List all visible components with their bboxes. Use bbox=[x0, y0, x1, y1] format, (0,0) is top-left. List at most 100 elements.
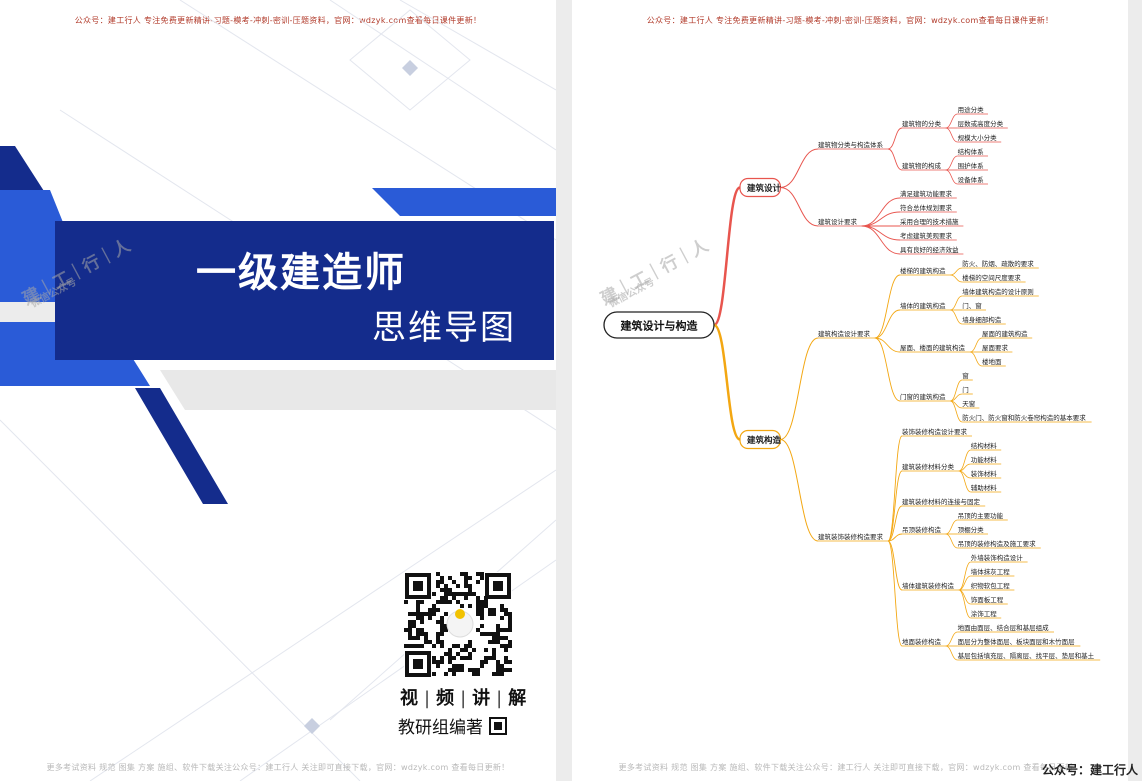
level4-node: 面层分为整体面层、板块面层和木竹面层 bbox=[958, 637, 1076, 646]
cover-page: 公众号：建工行人 专注免费更新精讲-习题-模考-冲刺-密训-压题资料，官网：wd… bbox=[0, 0, 556, 781]
level3-node: 吊顶装修构造 bbox=[902, 525, 942, 534]
level4-node: 层数或高度分类 bbox=[958, 119, 1004, 128]
level1-node-label: 建筑构造 bbox=[746, 435, 782, 446]
branch-connector bbox=[958, 589, 971, 605]
level3-node: 屋面、楼面的建筑构造 bbox=[900, 343, 966, 352]
level1-node-label: 建筑设计 bbox=[746, 183, 782, 194]
level4-node: 屋面要求 bbox=[982, 343, 1009, 352]
level4-node: 窗 bbox=[962, 371, 969, 380]
branch-connector bbox=[958, 561, 971, 591]
branch-connector bbox=[945, 155, 958, 171]
level4-node: 门 bbox=[962, 385, 969, 394]
branch-connector bbox=[713, 323, 741, 441]
branch-connector bbox=[945, 519, 958, 535]
level4-node: 天窗 bbox=[962, 399, 975, 408]
root-node bbox=[603, 311, 715, 339]
page-header: 公众号：建工行人 专注免费更新精讲-习题-模考-冲刺-密训-压题资料，官网：wd… bbox=[74, 16, 482, 25]
level4-node: 装饰材料 bbox=[971, 469, 998, 478]
level3-node: 满足建筑功能要求 bbox=[900, 189, 953, 198]
level4-node: 顶棚分类 bbox=[958, 525, 985, 534]
branch-connector bbox=[945, 631, 958, 647]
level4-node: 结构体系 bbox=[958, 147, 985, 156]
level3-node: 建筑物的构成 bbox=[902, 161, 942, 170]
level4-node: 辅助材料 bbox=[971, 483, 998, 492]
branch-connector bbox=[950, 379, 963, 402]
level4-node: 设备体系 bbox=[958, 175, 985, 184]
level3-node: 建筑物的分类 bbox=[902, 119, 942, 128]
branch-connector bbox=[887, 505, 903, 542]
level4-node: 结构材料 bbox=[971, 441, 998, 450]
branch-connector bbox=[945, 533, 958, 549]
level3-node: 建筑装修材料的连接与固定 bbox=[902, 497, 981, 506]
level4-node: 楼梯的空间尺度要求 bbox=[962, 273, 1021, 282]
video-lecture-label: 视|频|讲|解 bbox=[400, 688, 529, 709]
page-header: 公众号：建工行人 专注免费更新精讲-习题-模考-冲刺-密训-压题资料，官网：wd… bbox=[646, 16, 1054, 25]
branch-connector bbox=[874, 337, 901, 402]
level4-node: 饰面板工程 bbox=[971, 595, 1004, 604]
level4-node: 基层包括填充层、隔离层、找平层、垫层和基土 bbox=[958, 651, 1095, 660]
level3-node: 考虑建筑美观要求 bbox=[900, 231, 953, 240]
branch-connector bbox=[887, 470, 903, 542]
level3-node: 装饰装修构造设计要求 bbox=[902, 427, 968, 436]
branch-connector bbox=[950, 400, 963, 423]
level4-node: 门、窗 bbox=[962, 301, 982, 310]
cover-subtitle: 思维导图 bbox=[372, 308, 516, 348]
level4-node: 规模大小分类 bbox=[958, 133, 998, 142]
qr-code-image bbox=[404, 572, 512, 678]
editor-label: 教研组编著 bbox=[398, 713, 507, 738]
branch-connector bbox=[874, 274, 901, 339]
branch-connector bbox=[712, 186, 742, 327]
branch-connector bbox=[958, 470, 971, 493]
branch-connector bbox=[950, 274, 963, 283]
level4-node: 吊顶的主要功能 bbox=[958, 511, 1004, 520]
cover-title: 一级建造师 bbox=[196, 250, 406, 296]
level4-node: 用途分类 bbox=[958, 105, 985, 114]
level2-node: 建筑装饰装修构造要求 bbox=[818, 532, 884, 541]
level2-node: 建筑设计要求 bbox=[818, 217, 858, 226]
level4-node: 墙身细部构造 bbox=[962, 315, 1002, 324]
level3-node: 采用合理的技术措施 bbox=[900, 217, 959, 226]
page-footer: 更多考试资料 规范 图集 方案 施组、软件下载关注公众号：建工行人 关注即可直接… bbox=[46, 763, 510, 772]
branch-connector bbox=[887, 127, 903, 150]
level3-node: 楼梯的建筑构造 bbox=[900, 266, 946, 275]
level4-node: 墙体建筑构造的设计原则 bbox=[962, 287, 1033, 296]
branch-connector bbox=[950, 295, 963, 311]
branch-connector bbox=[780, 187, 819, 227]
branch-connector bbox=[861, 197, 901, 227]
branch-connector bbox=[861, 211, 901, 227]
mindmap-page: 公众号：建工行人 专注免费更新精讲-习题-模考-冲刺-密训-压题资料，官网：wd… bbox=[572, 0, 1128, 781]
level3-node: 具有良好的经济效益 bbox=[900, 245, 959, 254]
branch-connector bbox=[945, 127, 958, 143]
root-node-label: 建筑设计与构造 bbox=[621, 319, 699, 333]
level4-node: 屋面的建筑构造 bbox=[982, 329, 1028, 338]
branch-connector bbox=[950, 267, 963, 276]
branch-connector bbox=[950, 309, 963, 325]
branch-connector bbox=[958, 449, 971, 472]
branch-connector bbox=[780, 439, 819, 542]
mind-map: 建筑设计 建筑物分类与构造体系 建筑物的分类 用途分类层数或高度分类规模大小分类建筑物… bbox=[603, 105, 1101, 661]
level3-node: 符合总体规划要求 bbox=[900, 203, 953, 212]
level4-node: 涂饰工程 bbox=[971, 609, 998, 618]
level4-node: 楼地面 bbox=[982, 357, 1002, 366]
branch-connector bbox=[969, 351, 983, 367]
branch-connector bbox=[958, 575, 971, 591]
level4-node: 防火、防烟、疏散的要求 bbox=[962, 259, 1034, 268]
level4-node: 功能材料 bbox=[971, 455, 998, 464]
branch-connector bbox=[887, 533, 903, 542]
level4-node: 墙体抹灰工程 bbox=[971, 567, 1011, 576]
level3-node: 门窗的建筑构造 bbox=[900, 392, 946, 401]
level2-node: 建筑物分类与构造体系 bbox=[818, 140, 884, 149]
branch-connector bbox=[874, 337, 901, 353]
level4-node: 织物软包工程 bbox=[971, 581, 1011, 590]
level4-node: 防火门、防火窗和防火卷帘构造的基本要求 bbox=[962, 413, 1086, 422]
corner-label: 公众号：建工行人 bbox=[1041, 763, 1138, 777]
level3-node: 墙体建筑装修构造 bbox=[902, 581, 955, 590]
branch-connector bbox=[945, 645, 958, 661]
square-icon bbox=[489, 717, 507, 735]
level4-node: 外墙装饰构造设计 bbox=[971, 553, 1024, 562]
branch-connector bbox=[874, 309, 901, 339]
level3-node: 地面装修构造 bbox=[902, 637, 942, 646]
branch-connector bbox=[780, 148, 819, 188]
level2-node: 建筑构造设计要求 bbox=[818, 329, 871, 338]
level3-node: 墙体的建筑构造 bbox=[900, 301, 946, 310]
